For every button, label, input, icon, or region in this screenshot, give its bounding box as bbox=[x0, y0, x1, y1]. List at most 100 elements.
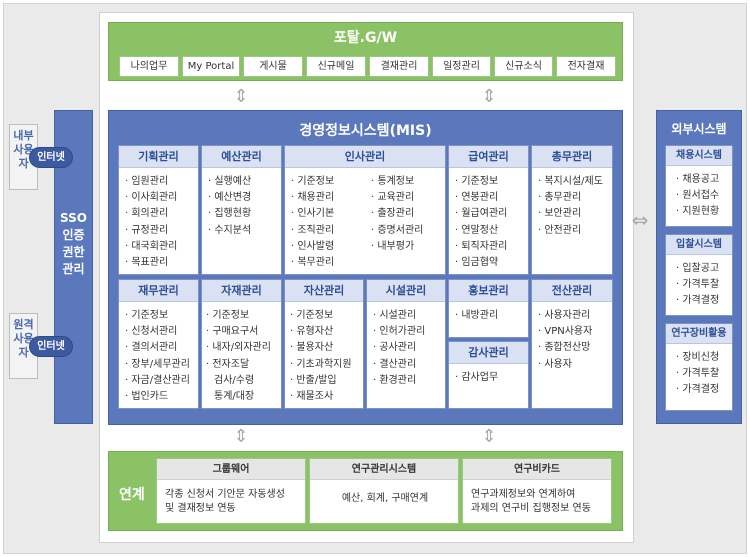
module-item: 인사발령 bbox=[291, 239, 365, 255]
module-facilities: 시설관리 시설관리 인허가관리 공사관리 결산관리 환경관리 bbox=[366, 279, 446, 409]
module-item: 집행현황 bbox=[208, 206, 281, 222]
module-item: 실행예산 bbox=[208, 174, 281, 190]
module-title: 재무관리 bbox=[119, 280, 198, 302]
module-title: 시설관리 bbox=[367, 280, 445, 302]
module-item: 조직관리 bbox=[291, 223, 365, 239]
module-item: 내자/외자관리 bbox=[206, 340, 281, 356]
module-item: 시설관리 bbox=[373, 308, 445, 324]
module-item: 이사회관리 bbox=[125, 190, 198, 206]
module-item: 구매요구서 bbox=[206, 324, 281, 340]
link-box-title: 연구비카드 bbox=[463, 459, 611, 480]
portal-item-e-approval: 전자결재 bbox=[556, 56, 616, 77]
module-materials: 자재관리 기준정보 구매요구서 내자/외자관리 전자조달 검사/수령 통계/대장 bbox=[201, 279, 282, 409]
module-title: 기획관리 bbox=[119, 146, 198, 168]
link-box-line: 및 결재정보 연동 bbox=[165, 503, 236, 514]
module-item: 신청서관리 bbox=[125, 324, 198, 340]
portal-item-new-mail: 신규메일 bbox=[306, 56, 366, 77]
module-item: 수지분석 bbox=[208, 223, 281, 239]
module-item: 출장관리 bbox=[371, 206, 445, 222]
module-item: 예산변경 bbox=[208, 190, 281, 206]
sso-label: SSO 인증 권한 관리 bbox=[55, 210, 92, 278]
module-item: 인사기본 bbox=[291, 206, 365, 222]
module-finance: 재무관리 기준정보 신청서관리 결의서관리 장부/세무관리 자금/결산관리 법인… bbox=[118, 279, 199, 409]
module-item: 재물조사 bbox=[290, 389, 363, 405]
internet-badge-remote: 인터넷 bbox=[29, 336, 73, 357]
link-title: 연계 bbox=[119, 487, 145, 503]
module-item: 반출/발입 bbox=[290, 373, 363, 389]
module-item: 장부/세무관리 bbox=[125, 357, 198, 373]
module-item: 기초과학지원 bbox=[290, 357, 363, 373]
module-title: 급여관리 bbox=[449, 146, 528, 168]
sso-line: SSO bbox=[60, 211, 87, 225]
module-item: 채용관리 bbox=[291, 190, 365, 206]
module-item: 퇴직자관리 bbox=[455, 239, 528, 255]
link-box-line: 예산, 회계, 구매연계 bbox=[341, 493, 429, 504]
portal-item-schedule: 일정관리 bbox=[432, 56, 491, 77]
module-title: 감사관리 bbox=[449, 342, 528, 364]
module-item: 자금/결산관리 bbox=[125, 373, 198, 389]
sso-line: 인증 bbox=[62, 228, 85, 242]
module-item: VPN사용자 bbox=[538, 324, 612, 340]
module-item: 복무관리 bbox=[291, 255, 365, 271]
module-item: 유형자산 bbox=[290, 324, 363, 340]
module-item: 교육관리 bbox=[371, 190, 445, 206]
arrow-mis-link-right: ⇕ bbox=[481, 426, 497, 447]
arrow-mis-link-left: ⇕ bbox=[233, 426, 249, 447]
sso-line: 권한 bbox=[62, 245, 85, 259]
portal-item-my-portal: My Portal bbox=[182, 56, 240, 77]
module-item: 내방관리 bbox=[455, 308, 528, 324]
module-item: 사용자관리 bbox=[538, 308, 612, 324]
internet-badge-internal: 인터넷 bbox=[29, 147, 73, 168]
external-item: 장비신청 bbox=[676, 350, 732, 366]
external-box-title: 채용시스템 bbox=[666, 146, 732, 166]
module-general-affairs: 총무관리 복지시설/제도 총무관리 보안관리 안전관리 bbox=[531, 145, 613, 275]
module-assets: 자산관리 기준정보 유형자산 불용자산 기초과학지원 반출/발입 재물조사 bbox=[284, 279, 364, 409]
module-item: 보안관리 bbox=[538, 206, 612, 222]
link-box-title: 연구관리시스템 bbox=[310, 459, 458, 480]
module-item: 규정관리 bbox=[125, 223, 198, 239]
link-box-title: 그룹웨어 bbox=[157, 459, 305, 480]
external-bid-box: 입찰시스템 입찰공고 가격투찰 가격결정 bbox=[665, 234, 733, 316]
external-item: 가격투찰 bbox=[676, 366, 732, 382]
arrow-mis-external: ⇔ bbox=[631, 208, 649, 232]
link-research-card-box: 연구비카드 연구과제정보와 연계하여 과제의 연구비 집행정보 연동 bbox=[462, 458, 612, 524]
portal-item-news: 신규소식 bbox=[494, 56, 553, 77]
link-box-line: 과제의 연구비 집행정보 연동 bbox=[471, 503, 591, 514]
link-box-line: 연구과제정보와 연계하여 bbox=[471, 489, 576, 500]
module-title: 인사관리 bbox=[285, 146, 445, 168]
external-box-title: 입찰시스템 bbox=[666, 235, 732, 255]
external-item: 입찰공고 bbox=[676, 261, 732, 277]
module-item: 공사관리 bbox=[373, 340, 445, 356]
module-item: 안전관리 bbox=[538, 223, 612, 239]
module-item: 기준정보 bbox=[206, 308, 281, 324]
module-item: 통계/대장 bbox=[214, 391, 255, 403]
module-item: 환경관리 bbox=[373, 373, 445, 389]
external-equipment-box: 연구장비활용 장비신청 가격투찰 가격결정 bbox=[665, 323, 733, 411]
module-item: 통계정보 bbox=[371, 174, 445, 190]
module-item: 감사업무 bbox=[455, 370, 528, 386]
module-item: 종합전산망 bbox=[538, 340, 612, 356]
module-item: 인허가관리 bbox=[373, 324, 445, 340]
module-item: 총무관리 bbox=[538, 190, 612, 206]
mis-title: 경영정보시스템(MIS) bbox=[299, 123, 432, 139]
external-item: 가격투찰 bbox=[676, 277, 732, 293]
portal-item-posts: 게시물 bbox=[243, 56, 303, 77]
module-item: 내부평가 bbox=[371, 239, 445, 255]
module-item: 임원관리 bbox=[125, 174, 198, 190]
module-budget: 예산관리 실행예산 예산변경 집행현황 수지분석 bbox=[201, 145, 282, 275]
module-pr: 홍보관리 내방관리 bbox=[448, 279, 529, 338]
module-item: 회의관리 bbox=[125, 206, 198, 222]
module-title: 전산관리 bbox=[532, 280, 612, 302]
module-item: 기준정보 bbox=[291, 174, 365, 190]
module-title: 자산관리 bbox=[285, 280, 363, 302]
link-box-line: 각종 신청서 기안문 자동생성 bbox=[165, 489, 285, 500]
module-item: 증명서관리 bbox=[371, 223, 445, 239]
module-item: 결산관리 bbox=[373, 357, 445, 373]
module-item: 연말정산 bbox=[455, 223, 528, 239]
portal-box: 포탈.G/W 나의업무 My Portal 게시물 신규메일 결재관리 일정관리… bbox=[108, 22, 623, 81]
module-item: 전자조달 bbox=[206, 357, 281, 373]
portal-title: 포탈.G/W bbox=[333, 30, 398, 46]
module-item: 기준정보 bbox=[455, 174, 528, 190]
link-research-mgmt-box: 연구관리시스템 예산, 회계, 구매연계 bbox=[309, 458, 459, 524]
module-title: 총무관리 bbox=[532, 146, 612, 168]
